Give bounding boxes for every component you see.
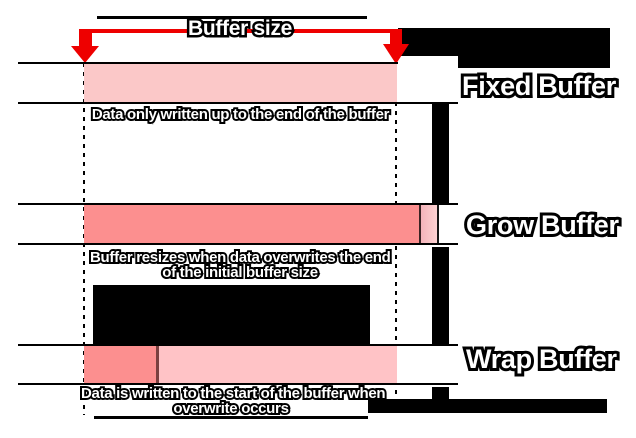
arrow-down-right-shaft xyxy=(390,29,402,45)
wrap-buffer-label: Wrap Buffer xyxy=(463,341,620,377)
arrow-down-icon xyxy=(71,46,99,63)
grow-buffer-extension-bar xyxy=(421,205,439,243)
row-line xyxy=(18,344,458,346)
buffer-size-label: Buffer size xyxy=(185,15,294,43)
grow-buffer-divider xyxy=(419,205,421,243)
black-block-top-right-deep xyxy=(458,28,610,68)
arrow-down-left-shaft xyxy=(79,29,92,47)
row-line xyxy=(18,383,458,385)
black-block-middle xyxy=(93,285,370,344)
black-side-bar xyxy=(432,104,449,203)
wrap-buffer-caption: Data is written to the start of the buff… xyxy=(79,384,388,418)
black-side-bar xyxy=(432,247,449,344)
grow-caption-line2: of the initial buffer size xyxy=(160,263,320,282)
buffer-size-measure-line xyxy=(88,29,396,33)
black-block-bottom xyxy=(368,399,607,413)
wrap-buffer-divider xyxy=(156,346,159,383)
wrap-caption-line1: Data is written to the start of the buff… xyxy=(79,384,388,403)
grow-buffer-label: Grow Buffer xyxy=(463,207,622,243)
fixed-buffer-bar xyxy=(84,64,397,102)
black-side-bar xyxy=(432,387,449,401)
grow-buffer-caption: Buffer resizes when data overwrites the … xyxy=(88,248,393,282)
row-line xyxy=(18,102,458,104)
row-line xyxy=(18,62,398,64)
row-line xyxy=(18,243,458,245)
grow-caption-line1: Buffer resizes when data overwrites the … xyxy=(88,248,393,267)
fixed-buffer-caption: Data only written up to the end of the b… xyxy=(90,105,392,124)
wrap-caption-line2: overwrite occurs xyxy=(171,399,291,418)
wrap-buffer-start-bar xyxy=(84,346,156,383)
row-line xyxy=(18,203,458,205)
wrap-caption-underline xyxy=(94,416,368,419)
top-bracket-line xyxy=(97,16,367,19)
arrow-down-icon xyxy=(383,44,409,64)
fixed-buffer-label: Fixed Buffer xyxy=(459,68,619,104)
wrap-buffer-bar xyxy=(159,346,397,383)
grow-buffer-bar xyxy=(84,205,419,243)
